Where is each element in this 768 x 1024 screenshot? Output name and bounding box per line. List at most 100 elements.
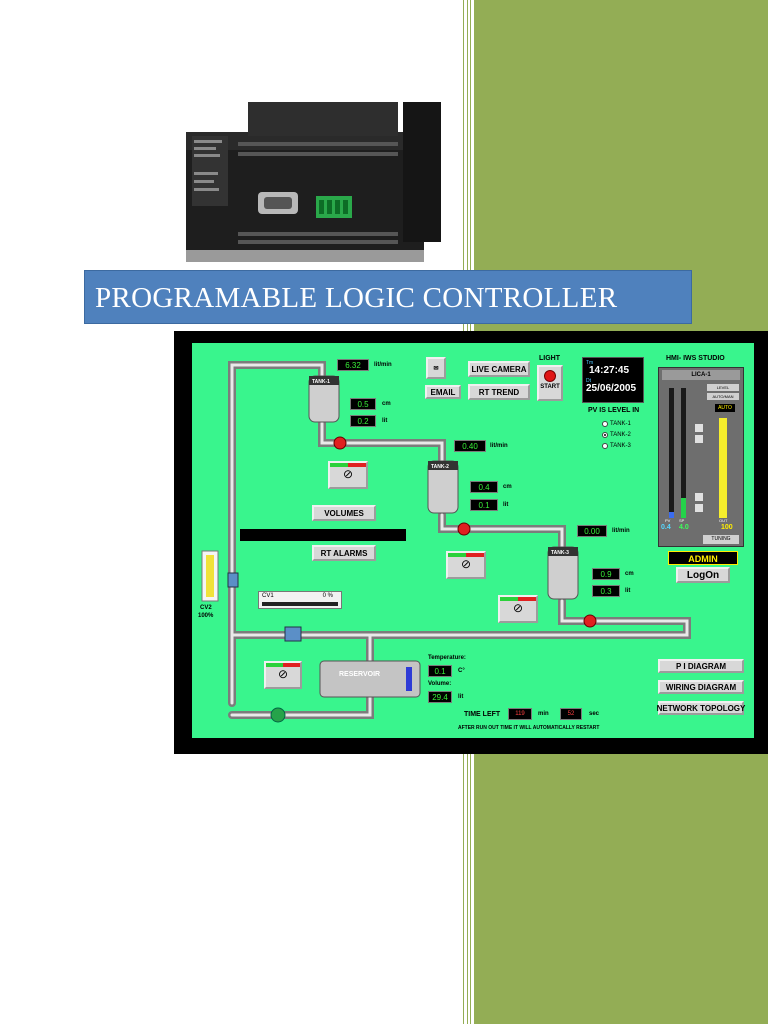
reservoir-tag: RESERVOIR — [339, 671, 380, 678]
tuning-button[interactable]: TUNING — [703, 535, 739, 544]
flow-rate-1-value: 6.32 — [337, 359, 369, 371]
document-title: PROGRAMABLE LOGIC CONTROLLER — [95, 282, 618, 314]
light-label: LIGHT — [539, 355, 560, 362]
reservoir-volume-unit: lit — [458, 694, 464, 700]
cv1-value: 0 % — [322, 593, 333, 599]
tank-3-volume-unit: lit — [625, 588, 631, 594]
lica-pv-value: 0.4 — [661, 524, 671, 531]
cv2-label: CV2 — [200, 605, 212, 611]
logon-button[interactable]: LogOn — [676, 567, 730, 583]
time-left-min-unit: min — [538, 711, 549, 717]
out-bar-fill — [719, 418, 727, 518]
rt-trend-button[interactable]: RT TREND — [468, 384, 530, 400]
date-label: Dt — [586, 378, 591, 384]
process-piping-diagram: TANK-1 TANK-2 TANK-3 RESERVOIR — [201, 361, 691, 723]
plc-device-image — [178, 92, 458, 272]
tank-1-shape: TANK-1 — [308, 375, 340, 423]
tank-1-volume-unit: lit — [382, 418, 388, 424]
sp-label: SP — [679, 518, 685, 523]
start-button[interactable]: START — [537, 365, 563, 401]
network-topology-button[interactable]: NETWORK TOPOLOGY — [657, 701, 745, 715]
flow-rate-3-value: 0.00 — [577, 525, 607, 537]
tank-2-shape: TANK-2 — [427, 460, 459, 514]
valve-icons — [227, 436, 597, 723]
temperature-unit: C° — [458, 668, 465, 674]
cv1-status: CV1 0 % — [258, 591, 342, 609]
cv1-label: CV1 — [262, 593, 274, 599]
volume-label: Volume: — [428, 681, 452, 687]
tank-2-level-value: 0.4 — [470, 481, 498, 493]
up-arrow-icon[interactable] — [695, 493, 703, 501]
tank-2-level-unit: cm — [503, 484, 512, 490]
lica-mode-auto-man[interactable]: AUTO/MAN — [707, 393, 739, 400]
pv-option-tank-2[interactable]: TANK-2 — [602, 432, 631, 438]
flow-rate-2-value: 0.40 — [454, 440, 486, 452]
pv-selector-title: PV IS LEVEL IN — [588, 407, 640, 414]
footer-note: AFTER RUN OUT TIME IT WILL AUTOMATICALLY… — [458, 725, 600, 731]
admin-label: ADMIN — [668, 551, 738, 565]
studio-title: HMI- IWS STUDIO — [666, 355, 725, 362]
tank-3-level-value: 0.9 — [592, 568, 620, 580]
flow-rate-3-unit: lit/min — [612, 528, 630, 534]
time-left-seconds: 52 — [560, 708, 582, 720]
volumes-button[interactable]: VOLUMES — [312, 505, 376, 521]
pv-bar-fill — [669, 512, 674, 518]
lica-title: LICA-1 — [662, 370, 740, 380]
tank-1-volume-value: 0.2 — [350, 415, 376, 427]
lica-out-value: 100 — [721, 524, 733, 531]
tank-1-tag: TANK-1 — [312, 379, 330, 385]
tank-1-level-value: 0.5 — [350, 398, 376, 410]
tank-2-tag: TANK-2 — [431, 464, 449, 470]
valve-control-3[interactable]: ⊘ — [498, 595, 538, 623]
start-label: START — [540, 384, 560, 390]
time-left-sec-unit: sec — [589, 711, 600, 717]
hmi-screen: TANK-1 TANK-2 TANK-3 RESERVOIR — [192, 343, 754, 738]
cv2-value: 100% — [198, 613, 214, 619]
valve-control-1[interactable]: ⊘ — [328, 461, 368, 489]
flow-rate-1-unit: lit/min — [374, 362, 392, 368]
down-arrow-icon[interactable] — [695, 435, 703, 443]
pi-diagram-button[interactable]: P I DIAGRAM — [658, 659, 744, 673]
pv-option-tank-1[interactable]: TANK-1 — [602, 421, 631, 427]
tank-3-tag: TANK-3 — [551, 550, 569, 556]
clock-display: Tm 14:27:45 Dt 25/06/2005 — [582, 357, 644, 403]
lica-sp-value: 4.0 — [679, 524, 689, 531]
temperature-label: Temperature: — [428, 655, 466, 661]
tank-3-level-unit: cm — [625, 571, 634, 577]
email-button[interactable]: EMAIL — [425, 385, 461, 399]
time-left-label: TIME LEFT — [464, 711, 501, 718]
up-arrow-icon[interactable] — [695, 424, 703, 432]
clock-date: 25/06/2005 — [586, 383, 637, 394]
live-camera-button[interactable]: LIVE CAMERA — [468, 361, 530, 377]
radio-icon — [602, 421, 608, 427]
lica-mode-level[interactable]: LEVEL — [707, 384, 739, 391]
flow-rate-2-unit: lit/min — [490, 443, 508, 449]
clock-time: 14:27:45 — [589, 365, 630, 376]
valve-control-2[interactable]: ⊘ — [446, 551, 486, 579]
radio-selected-icon — [602, 432, 608, 438]
email-icon[interactable]: ✉ — [426, 357, 446, 379]
out-label: OUT — [719, 518, 728, 523]
rt-alarms-button[interactable]: RT ALARMS — [312, 545, 376, 561]
sp-bar-fill — [681, 498, 686, 518]
tank-3-volume-value: 0.3 — [592, 585, 620, 597]
status-bar — [240, 529, 406, 541]
lica-auto-indicator: AUTO — [715, 404, 735, 412]
lica-controller-panel: LICA-1 LEVEL AUTO/MAN AUTO PV SP OUT 0.4… — [658, 367, 744, 547]
radio-icon — [602, 443, 608, 449]
time-label: Tm — [586, 360, 594, 366]
reservoir-shape: RESERVOIR — [319, 660, 421, 698]
pv-option-tank-3[interactable]: TANK-3 — [602, 443, 631, 449]
tank-2-volume-unit: lit — [503, 502, 509, 508]
document-title-banner: PROGRAMABLE LOGIC CONTROLLER — [84, 270, 692, 324]
pump-control[interactable]: ⊘ — [264, 661, 302, 689]
tank-3-shape: TANK-3 — [547, 546, 579, 600]
reservoir-volume-value: 29.4 — [428, 691, 452, 703]
time-left-minutes: 119 — [508, 708, 532, 720]
tank-1-level-unit: cm — [382, 401, 391, 407]
pv-label: PV — [665, 518, 671, 523]
temperature-value: 0.1 — [428, 665, 452, 677]
wiring-diagram-button[interactable]: WIRING DIAGRAM — [658, 680, 744, 694]
down-arrow-icon[interactable] — [695, 504, 703, 512]
tank-2-volume-value: 0.1 — [470, 499, 498, 511]
